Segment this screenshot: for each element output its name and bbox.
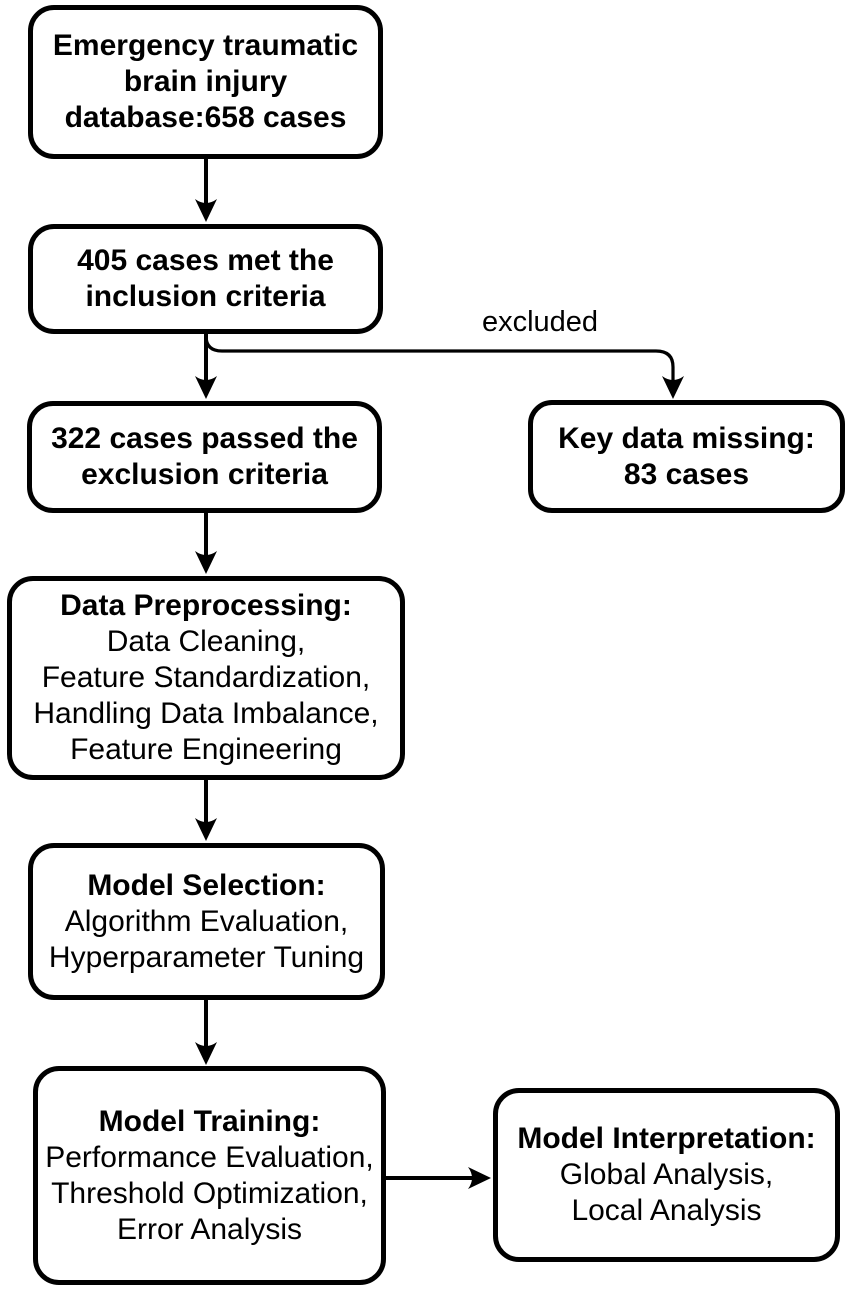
node-database-line: brain injury [123,65,288,98]
node-inclusion-line: 405 cases met the [77,244,334,277]
excluded-label: excluded [481,306,599,338]
arrow-exclusion-to-preprocessing [195,513,217,574]
node-key-data-missing-line: Key data missing: [558,421,815,455]
node-model-training-title: Model Training: [98,1104,321,1138]
node-model-selection-title: Model Selection: [87,868,326,902]
arrow-excluded-branch [204,335,684,399]
arrow-database-to-inclusion [195,159,217,222]
node-model-training-item: Error Analysis [116,1212,303,1246]
node-key-data-missing: Key data missing: 83 cases [528,400,845,513]
node-inclusion-line: inclusion criteria [85,280,326,313]
node-exclusion-line: exclusion criteria [81,458,328,491]
node-model-selection-item: Algorithm Evaluation, [64,904,349,938]
node-data-preprocessing-item: Feature Standardization, [41,661,371,694]
arrow-inclusion-to-exclusion [195,334,217,399]
node-model-selection: Model Selection: Algorithm Evaluation, H… [28,843,385,1000]
node-data-preprocessing-item: Feature Engineering [70,733,342,766]
node-data-preprocessing-item: Data Cleaning, [106,625,306,658]
node-exclusion-line: 322 cases passed the [51,422,358,455]
node-data-preprocessing-title: Data Preprocessing: [60,589,352,622]
node-model-interpretation-item: Global Analysis, [559,1158,774,1191]
node-model-interpretation-item: Local Analysis [571,1194,762,1227]
node-model-interpretation-title: Model Interpretation: [517,1122,816,1155]
node-exclusion: 322 cases passed the exclusion criteria [27,401,382,513]
node-database: Emergency traumatic brain injury databas… [28,5,383,159]
node-data-preprocessing-item: Handling Data Imbalance, [33,697,379,730]
node-model-training-item: Threshold Optimization, [51,1176,368,1210]
arrow-preprocessing-to-selection [195,780,217,841]
node-database-line: database:658 cases [64,101,347,134]
arrow-selection-to-training [195,1000,217,1065]
node-data-preprocessing: Data Preprocessing: Data Cleaning, Featu… [7,576,405,780]
node-inclusion: 405 cases met the inclusion criteria [28,224,383,334]
arrow-training-to-interpretation [386,1167,491,1189]
node-model-interpretation: Model Interpretation: Global Analysis, L… [493,1088,840,1262]
node-key-data-missing-line: 83 cases [623,457,750,491]
node-model-training: Model Training: Performance Evaluation, … [33,1066,386,1285]
node-model-selection-item: Hyperparameter Tuning [48,940,365,974]
node-model-training-item: Performance Evaluation, [45,1140,374,1174]
node-database-line: Emergency traumatic [52,29,359,62]
